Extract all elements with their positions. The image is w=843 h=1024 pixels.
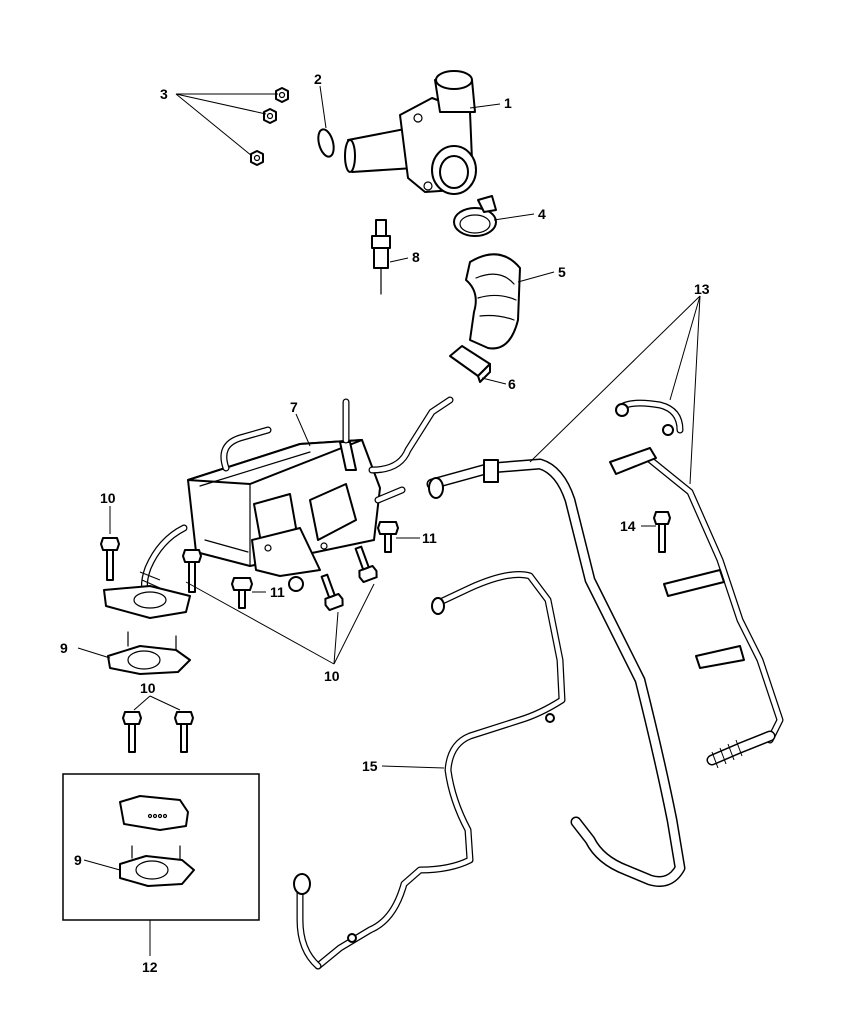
part-12-blockoff-plate bbox=[119, 795, 189, 831]
callout-14: 14 bbox=[620, 518, 636, 534]
leader-lines bbox=[77, 85, 701, 956]
callout-8: 8 bbox=[412, 249, 420, 265]
bolt bbox=[354, 545, 378, 584]
callout-1: 1 bbox=[504, 95, 512, 111]
callout-labels: 3 2 1 4 8 5 6 7 13 14 10 11 11 10 9 10 1… bbox=[60, 71, 710, 975]
part-5-coolant-hose bbox=[465, 253, 521, 350]
part-14-bolt bbox=[653, 511, 671, 553]
part-10-bolts bbox=[100, 537, 378, 753]
bolt bbox=[100, 537, 120, 581]
part-9-gasket bbox=[107, 631, 191, 675]
callout-11: 11 bbox=[422, 530, 437, 546]
callout-9: 9 bbox=[74, 852, 82, 868]
callout-10: 10 bbox=[100, 490, 116, 506]
callout-10: 10 bbox=[324, 668, 340, 684]
part-13-coolant-tubes bbox=[426, 399, 784, 887]
part-7-egr-cooler bbox=[139, 396, 454, 604]
part-3-nuts bbox=[250, 87, 289, 166]
callout-7: 7 bbox=[290, 399, 298, 415]
bolt bbox=[122, 711, 142, 753]
callout-3: 3 bbox=[160, 86, 168, 102]
stud bbox=[231, 577, 253, 609]
callout-2: 2 bbox=[314, 71, 322, 87]
bolt bbox=[320, 573, 344, 612]
callout-6: 6 bbox=[508, 376, 516, 392]
part-4-hose-clamp bbox=[453, 195, 497, 237]
callout-10: 10 bbox=[140, 680, 156, 696]
callout-15: 15 bbox=[362, 758, 378, 774]
part-8-temperature-sensor bbox=[371, 219, 391, 295]
callout-13: 13 bbox=[694, 281, 710, 297]
part-10-egr-flange bbox=[103, 585, 191, 619]
bolt bbox=[174, 711, 194, 753]
callout-12: 12 bbox=[142, 959, 158, 975]
flange-hole bbox=[133, 591, 167, 609]
part-6-retainer-clip bbox=[449, 345, 491, 383]
part-12-kit-box bbox=[62, 773, 260, 921]
callout-4: 4 bbox=[538, 206, 546, 222]
part-15-coolant-hose bbox=[293, 571, 566, 970]
callout-5: 5 bbox=[558, 264, 566, 280]
callout-9: 9 bbox=[60, 640, 68, 656]
stud bbox=[377, 521, 399, 553]
callout-11: 11 bbox=[270, 584, 285, 600]
bolt bbox=[182, 549, 202, 593]
part-9-gasket-kit bbox=[119, 845, 195, 887]
part-2-o-ring bbox=[317, 128, 335, 158]
part-11-studs bbox=[231, 521, 399, 609]
part-1-coolant-outlet bbox=[344, 70, 477, 195]
